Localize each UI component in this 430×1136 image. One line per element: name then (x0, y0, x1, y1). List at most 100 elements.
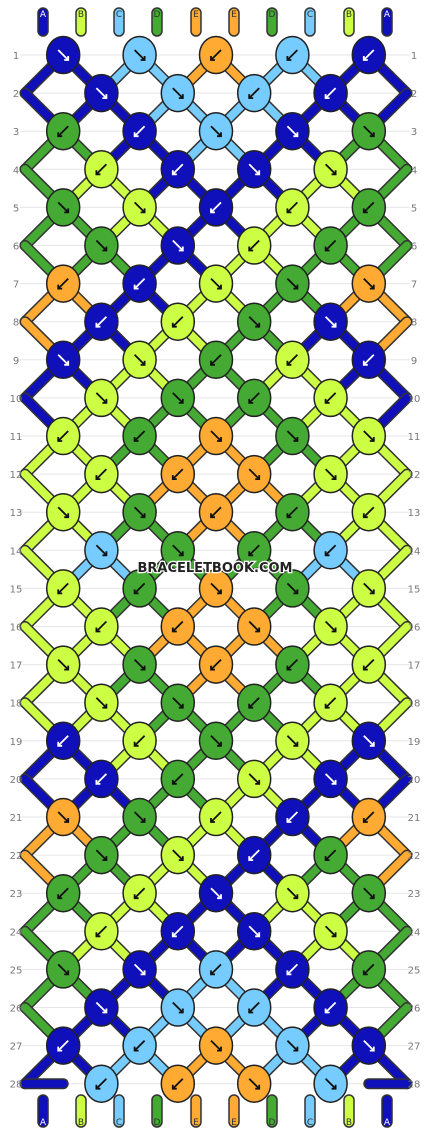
knot (275, 340, 310, 380)
knot-arrow-icon (324, 1008, 330, 1014)
knot-arrow-icon (286, 513, 292, 519)
knot (84, 683, 119, 722)
knot-arrow-shaft (172, 697, 184, 709)
knot-arrow-icon (102, 703, 108, 709)
knot-arrow-shaft (95, 1078, 108, 1090)
knot (313, 302, 348, 341)
knot-arrow-icon (133, 1046, 139, 1052)
knot-arrow-icon (286, 818, 292, 823)
knot-arrow-shaft (57, 658, 69, 671)
row-number-left: 25 (10, 965, 23, 976)
knot (160, 454, 196, 494)
knot-arrow-shaft (95, 468, 108, 480)
row-number-left: 5 (13, 203, 19, 214)
row-number-right: 8 (411, 318, 417, 329)
knot (45, 416, 81, 456)
knot-arrow-icon (362, 665, 368, 671)
knot-arrow-shaft (248, 544, 260, 556)
knot-arrow-icon (362, 208, 368, 214)
knot (160, 607, 196, 646)
top-thread-label: B (78, 10, 84, 20)
knot-arrow-shaft (248, 925, 260, 937)
knot-arrow-shaft (248, 620, 260, 633)
knot-arrow-icon (362, 818, 368, 823)
knot-arrow-icon (178, 551, 184, 557)
knot-arrow-shaft (210, 430, 222, 442)
knot (160, 73, 196, 113)
knot-arrow-shaft (172, 87, 184, 99)
bottom-thread-tail (343, 1094, 355, 1128)
knot (84, 531, 119, 570)
knot-arrow-icon (140, 818, 146, 823)
knot (45, 1026, 81, 1065)
knot (236, 73, 272, 113)
top-thread-label: A (40, 10, 47, 20)
knot-arrow-shaft (95, 925, 108, 937)
knot-arrow-icon (133, 132, 139, 138)
knot-arrow-shaft (210, 506, 222, 518)
knot (351, 188, 387, 227)
knot (236, 454, 272, 494)
knot-arrow-icon (369, 132, 375, 138)
row-number-left: 2 (13, 89, 19, 100)
knot-arrow-shaft (248, 468, 260, 480)
knot-arrow-icon (178, 398, 184, 404)
knot-arrow-icon (210, 208, 215, 214)
knot-arrow-icon (255, 1084, 261, 1090)
knot (313, 378, 348, 418)
knot-arrow-shaft (363, 277, 375, 290)
knot (236, 302, 272, 341)
top-thread-label: C (116, 10, 122, 20)
knot-arrow-icon (102, 398, 108, 404)
knot-arrow-icon (362, 360, 368, 366)
knot (236, 912, 272, 951)
knot (198, 721, 234, 761)
row-number-right: 4 (411, 165, 417, 176)
bottom-thread-tail (304, 1094, 316, 1128)
knot (160, 683, 196, 722)
bottom-thread-label: A (40, 1118, 47, 1128)
row-number-right: 11 (408, 432, 421, 443)
watermark-text: BRACELETBOOK.COM (138, 561, 293, 576)
knot-arrow-shaft (172, 392, 184, 404)
bottom-thread-tail (190, 1094, 202, 1128)
knot (313, 912, 348, 951)
knot-arrow-icon (293, 1046, 299, 1052)
knot-arrow-shaft (95, 316, 108, 328)
knot-arrow-icon (102, 856, 108, 861)
knot (198, 35, 234, 75)
knot-arrow-icon (324, 246, 330, 252)
row-number-left: 11 (10, 432, 23, 443)
knot-arrow-icon (217, 589, 222, 595)
row-number-left: 24 (10, 927, 23, 938)
knot (198, 645, 234, 684)
knot-arrow-shaft (57, 277, 69, 290)
row-number-right: 26 (408, 1004, 421, 1015)
row-number-right: 17 (408, 661, 421, 672)
knot (275, 492, 310, 532)
knot-arrow-shaft (248, 773, 260, 785)
knot (160, 912, 196, 951)
knot (236, 531, 272, 570)
knot-arrow-icon (102, 246, 108, 252)
row-number-left: 12 (10, 470, 23, 481)
knot-arrow-icon (102, 551, 108, 557)
knot (351, 950, 387, 989)
knot-arrow-shaft (363, 658, 375, 671)
knot (122, 721, 157, 761)
knot (198, 492, 234, 532)
knot-arrow-shaft (133, 277, 146, 290)
row-number-left: 15 (10, 584, 23, 595)
top-thread-tail (151, 7, 163, 37)
knot-arrow-shaft (95, 773, 108, 785)
knot-arrow-icon (369, 437, 375, 442)
knot (122, 797, 157, 837)
knot-arrow-icon (210, 56, 215, 61)
knot-arrow-shaft (248, 87, 260, 99)
knot-arrow-shaft (363, 582, 375, 595)
knot-arrow-shaft (57, 430, 69, 442)
bottom-thread-label: C (116, 1118, 122, 1128)
bottom-thread-tail (228, 1094, 240, 1128)
